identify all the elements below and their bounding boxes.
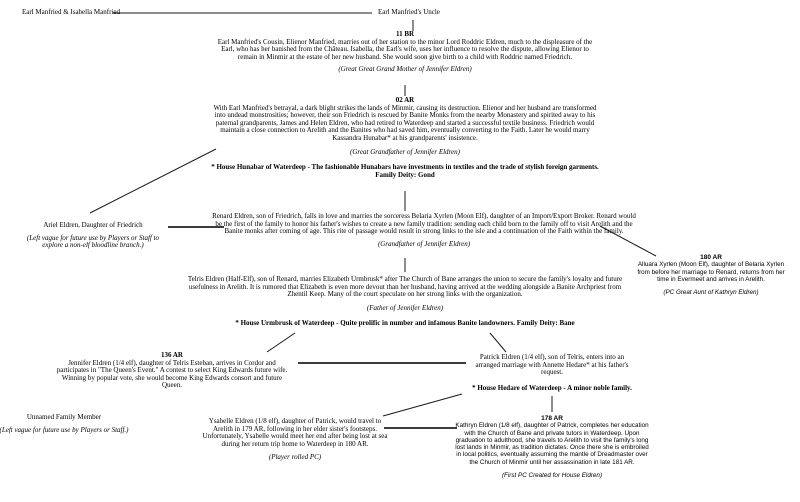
era-heading: 11 BR xyxy=(395,30,415,38)
era-heading: 180 AR xyxy=(700,254,722,261)
node-description: Alluara Xyrlen (Moon Elf), daughter of B… xyxy=(637,261,785,283)
node-description: Patrick Eldren (1/4 elf), son of Telris,… xyxy=(475,353,629,377)
line-gen2-to-ariel-diagonal xyxy=(89,148,217,214)
node-description: Renard Eldren, son of Friedrich, falls i… xyxy=(212,212,636,236)
lineage-note: (Father of Jennifer Eldren) xyxy=(366,303,444,312)
line-telris-to-jennifer-diagonal xyxy=(266,332,296,353)
node-alluara-xyrlen-180ar: 180 AR Alluara Xyrlen (Moon Elf), daught… xyxy=(634,254,789,296)
line-telris-to-patrick-diagonal xyxy=(489,332,507,353)
house-urmbrusk-note: * House Urmbrusk of Waterdeep - Quite pr… xyxy=(235,319,575,328)
node-kathryn-eldren-178ar: 178 AR Kathryn Eldren (1/8 elf), daughte… xyxy=(452,415,652,479)
pc-note: (Player rolled PC) xyxy=(268,453,322,462)
node-earl-manfried-couple: Earl Manfried & Isabella Manfried xyxy=(22,8,120,16)
placeholder-note: (Left vague for future use by Players or… xyxy=(26,233,160,250)
node-elienor-11br: 11 BR Earl Manfried's Cousin, Elienor Ma… xyxy=(215,30,595,74)
node-patrick-eldren: Patrick Eldren (1/4 elf), son of Telris,… xyxy=(467,353,637,392)
era-heading: 136 AR xyxy=(161,351,183,359)
node-renard-eldren: Renard Eldren, son of Friedrich, falls i… xyxy=(208,212,640,248)
node-description: Earl Manfried's Cousin, Elienor Manfried… xyxy=(217,37,593,61)
node-earl-manfried-uncle: Earl Manfried's Uncle xyxy=(378,8,440,16)
lineage-note: (Great Grandfather of Jennifer Eldren) xyxy=(350,147,460,156)
pc-note: (PC Great Aunt of Kathryn Eldren) xyxy=(663,289,759,297)
pc-note: (First PC Created for House Eldren) xyxy=(501,472,603,480)
node-description: With Earl Manfried's betrayal, a dark bl… xyxy=(213,103,597,142)
node-telris-eldren: Telris Eldren (Half-Elf), son of Renard,… xyxy=(180,275,630,328)
node-description: Jennifer Eldren (1/4 elf), daughter of T… xyxy=(56,358,288,390)
node-title: Unnamed Family Member xyxy=(26,413,102,421)
node-title: Ariel Eldren, Daughter of Friedrich xyxy=(43,221,143,229)
line-patrick-to-ysabelle-diagonal xyxy=(382,393,463,417)
house-hunabar-note: * House Hunabar of Waterdeep - The fashi… xyxy=(211,163,599,179)
lineage-note: (Great Great Grand Mother of Jennifer El… xyxy=(338,65,472,74)
lineage-note: (Grandfather of Jennifer Eldren) xyxy=(377,239,471,248)
couple-label: Earl Manfried & Isabella Manfried xyxy=(22,8,120,16)
uncle-label: Earl Manfried's Uncle xyxy=(378,8,440,16)
era-heading: 178 AR xyxy=(541,415,563,422)
house-hedare-note: * House Hedare of Waterdeep - A minor no… xyxy=(472,383,632,392)
placeholder-note: (Left vague for future use by Players or… xyxy=(0,425,129,434)
node-ysabelle-eldren: Ysabelle Eldren (1/8 elf), daughter of P… xyxy=(202,417,388,462)
line-belaria-to-alluara-diagonal xyxy=(599,225,657,257)
node-friedrich-02ar: 02 AR With Earl Manfried's betrayal, a d… xyxy=(209,96,601,179)
node-description: Ysabelle Eldren (1/8 elf), daughter of P… xyxy=(202,417,388,448)
node-ariel-eldren: Ariel Eldren, Daughter of Friedrich (Lef… xyxy=(23,221,163,250)
era-heading: 02 AR xyxy=(395,96,415,104)
node-unnamed-family-member: Unnamed Family Member (Left vague for fu… xyxy=(0,413,149,434)
node-description: Kathryn Eldren (1/8 elf), daughter of Pa… xyxy=(455,422,649,466)
node-description: Telris Eldren (Half-Elf), son of Renard,… xyxy=(187,275,623,299)
node-jennifer-eldren-136ar: 136 AR Jennifer Eldren (1/4 elf), daught… xyxy=(56,351,288,390)
